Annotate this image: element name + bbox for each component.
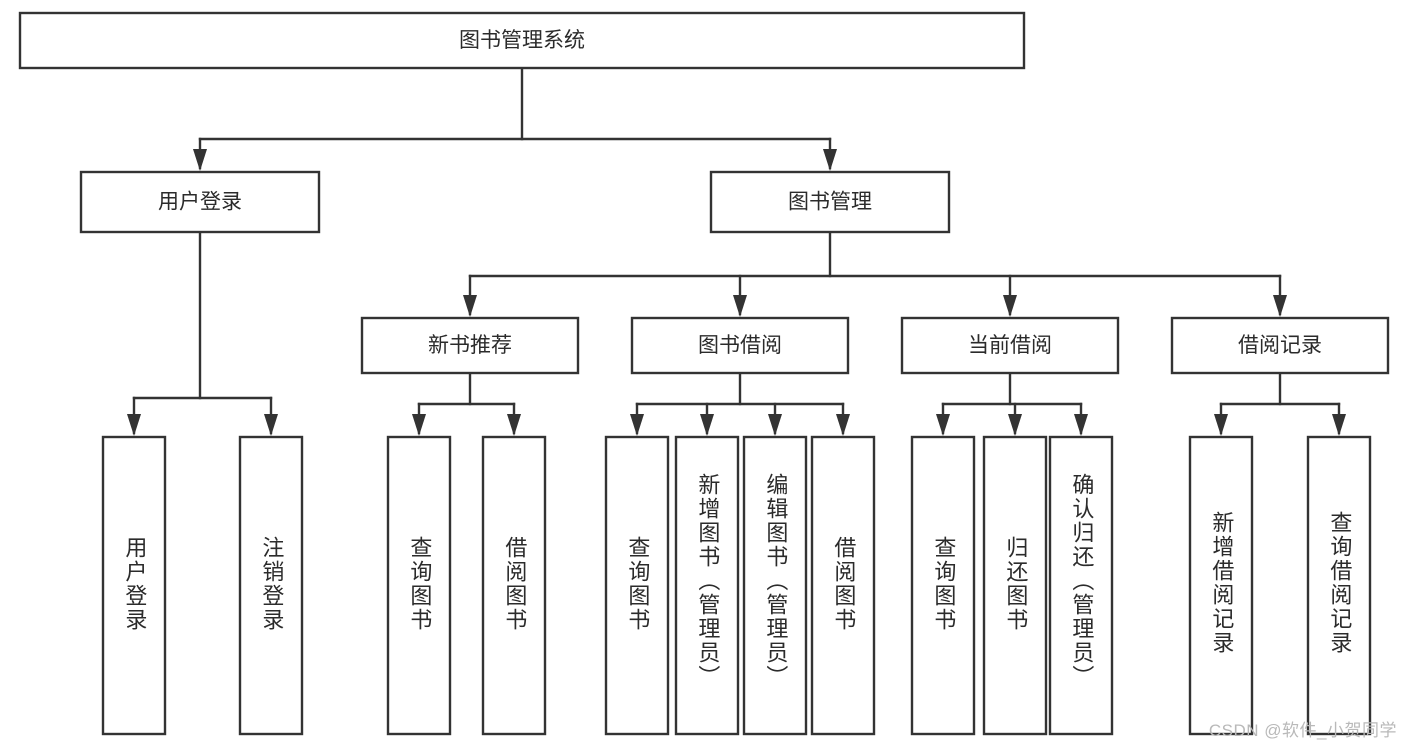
leaf-node-box[interactable] (386, 435, 452, 736)
connector-arrowhead (1074, 414, 1088, 436)
leaf-node-box[interactable] (910, 435, 976, 736)
connector-arrowhead (733, 295, 747, 317)
connector-arrowhead (463, 295, 477, 317)
connector-arrowhead (768, 414, 782, 436)
level3-node-label: 当前借阅 (968, 334, 1052, 357)
level3-node-box[interactable] (1170, 316, 1390, 375)
connector-arrowhead (700, 414, 714, 436)
level3-node-box[interactable] (630, 316, 850, 375)
level3-node-label: 借阅记录 (1238, 334, 1322, 357)
connector-arrowhead (936, 414, 950, 436)
leaf-node-box[interactable] (481, 435, 547, 736)
connector-arrowhead (1332, 414, 1346, 436)
leaf-node-box[interactable] (810, 435, 876, 736)
leaf-node-box[interactable] (674, 435, 740, 736)
leaf-node-box[interactable] (742, 435, 808, 736)
connector-arrowhead (127, 414, 141, 436)
leaf-node-box[interactable] (982, 435, 1048, 736)
leaf-node-box[interactable] (238, 435, 304, 736)
level2-node-label: 图书管理 (788, 191, 872, 214)
level2-node-box[interactable] (79, 170, 321, 234)
connector-arrowhead (412, 414, 426, 436)
leaf-node-box[interactable] (604, 435, 670, 736)
connector-arrowhead (823, 149, 837, 171)
connector-arrowhead (1003, 295, 1017, 317)
connector-arrowhead (264, 414, 278, 436)
root-node-box[interactable] (18, 11, 1026, 70)
level3-node-label: 图书借阅 (698, 334, 782, 357)
leaf-node-box[interactable] (1048, 435, 1114, 736)
leaf-node-box[interactable] (1306, 435, 1372, 736)
connector-arrowhead (630, 414, 644, 436)
level2-node-label: 用户登录 (158, 191, 242, 214)
connector-arrowhead (1214, 414, 1228, 436)
leaf-node-box[interactable] (1188, 435, 1254, 736)
level3-node-box[interactable] (360, 316, 580, 375)
connector-arrowhead (836, 414, 850, 436)
leaf-node-box[interactable] (101, 435, 167, 736)
connector-arrowhead (1273, 295, 1287, 317)
watermark-text: CSDN @软件_小贺同学 (1208, 721, 1397, 740)
boxes-layer (18, 11, 1390, 736)
level3-node-box[interactable] (900, 316, 1120, 375)
connector-arrowhead (1008, 414, 1022, 436)
connector-arrowhead (193, 149, 207, 171)
level2-node-box[interactable] (709, 170, 951, 234)
connectors-layer (127, 66, 1346, 436)
root-node-label: 图书管理系统 (459, 29, 585, 52)
level3-node-label: 新书推荐 (428, 334, 512, 357)
connector-arrowhead (507, 414, 521, 436)
